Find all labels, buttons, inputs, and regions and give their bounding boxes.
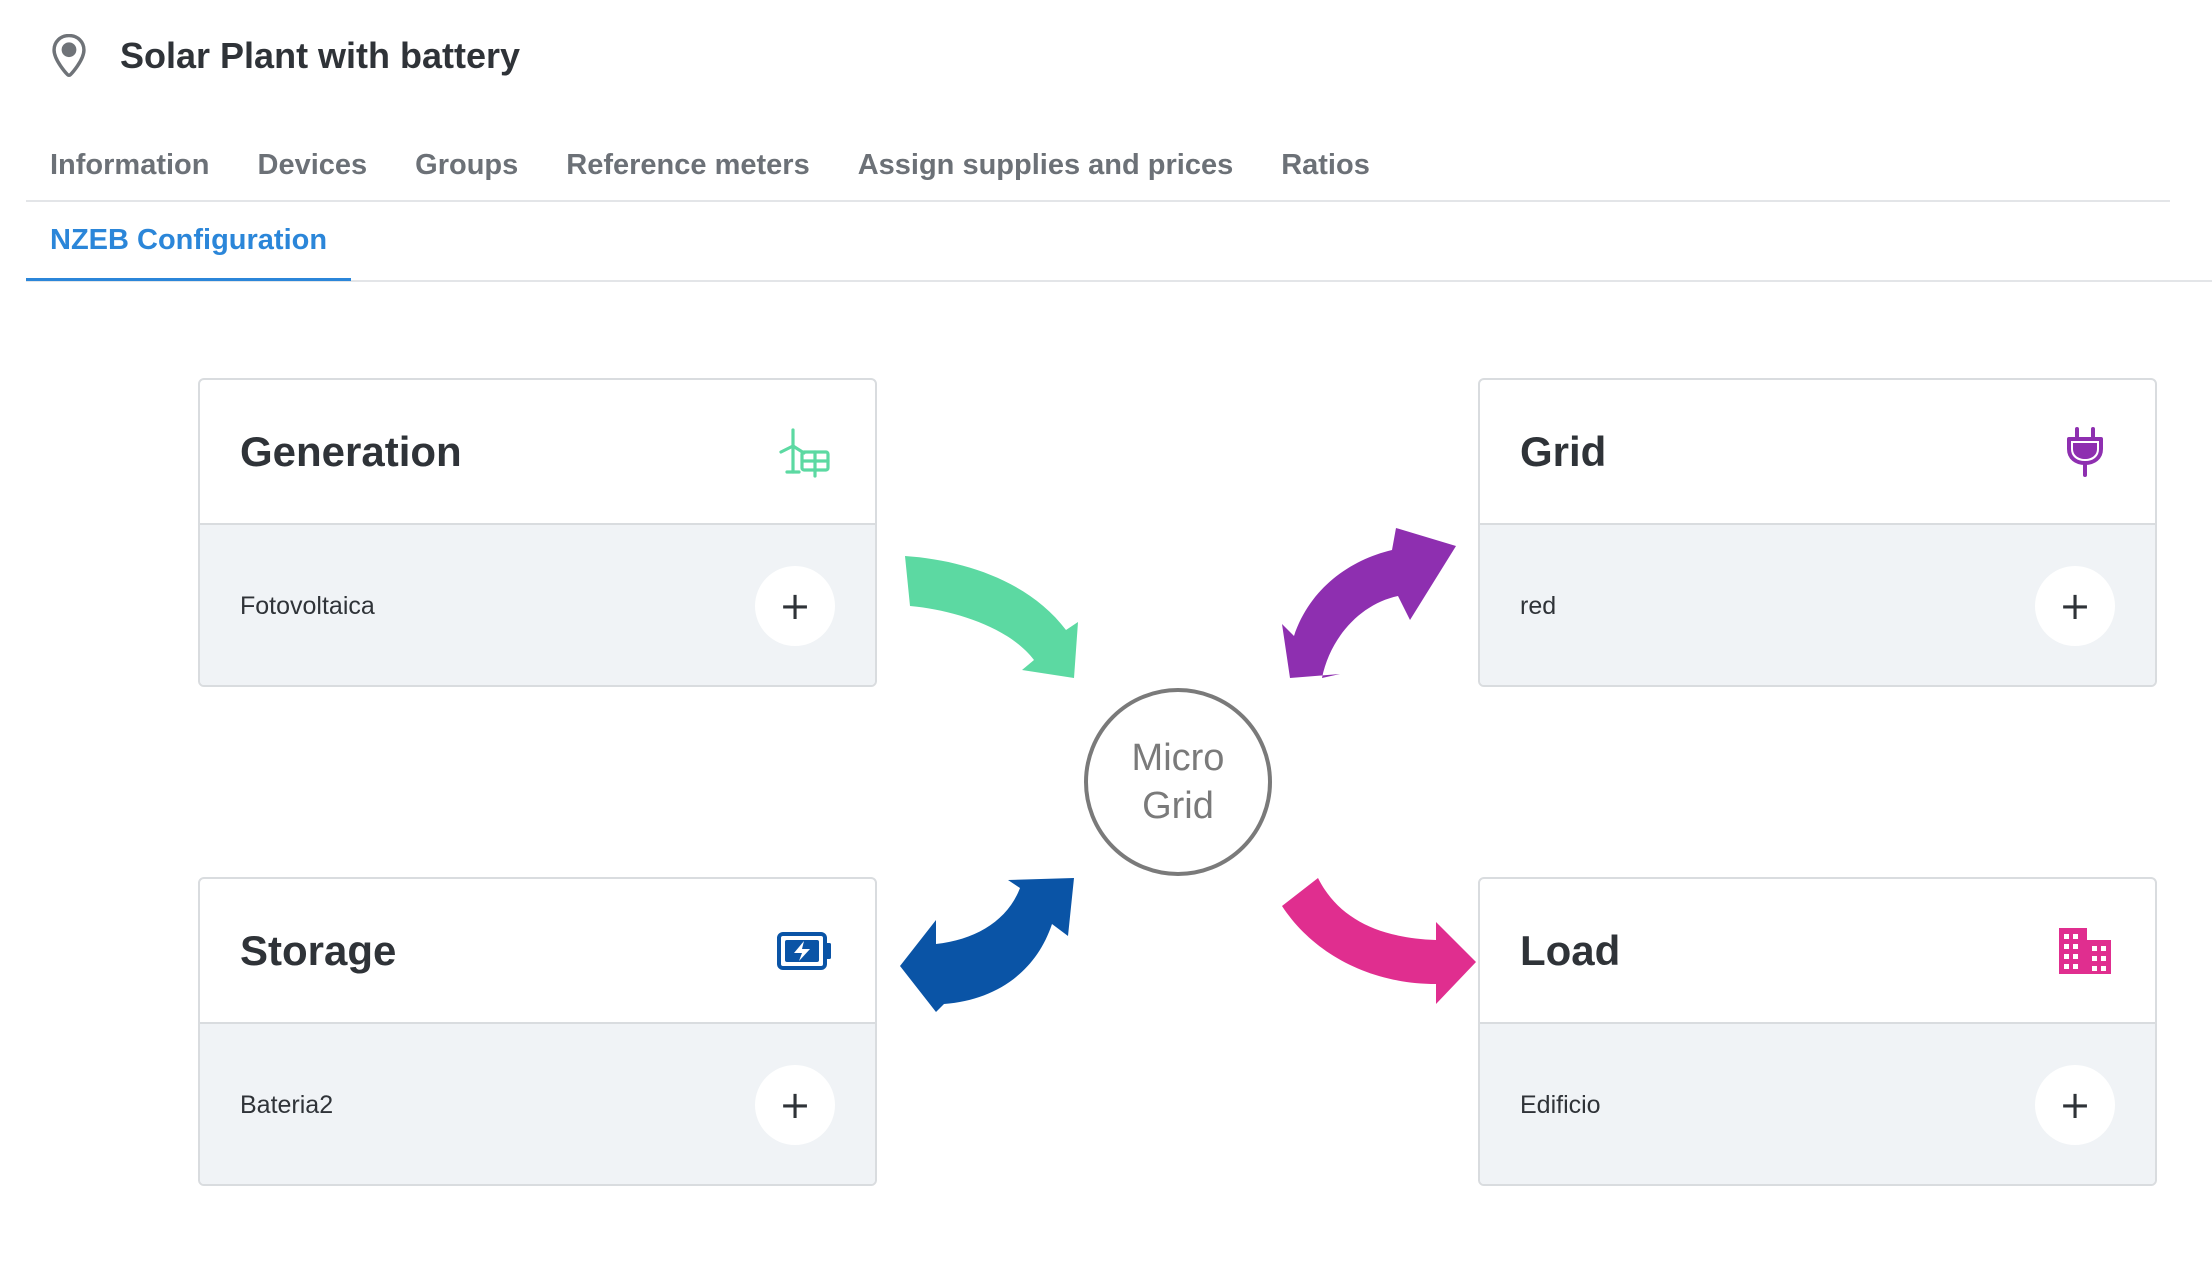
tab-information[interactable]: Information — [50, 148, 210, 181]
generation-card-title: Generation — [240, 427, 462, 475]
micro-grid-label-line1: Micro — [1131, 737, 1225, 779]
plus-icon: + — [779, 584, 811, 628]
grid-card-header: Grid — [1480, 380, 2155, 525]
plus-icon: + — [2059, 1083, 2091, 1127]
generation-card-header: Generation — [200, 380, 875, 525]
wind-solar-icon — [775, 422, 835, 482]
add-generation-button[interactable]: + — [755, 566, 835, 646]
tab-nzeb-configuration[interactable]: NZEB Configuration — [26, 203, 352, 281]
battery-charging-icon — [775, 921, 835, 981]
tab-bar-second-row: NZEB Configuration — [26, 202, 2212, 282]
page-title: Solar Plant with battery — [120, 35, 521, 76]
micro-grid-node: Micro Grid — [1084, 688, 1272, 876]
grid-card-title: Grid — [1520, 427, 1607, 475]
load-card: Load Edificio + — [1478, 877, 2157, 1186]
storage-card-body: Bateria2 + — [200, 1024, 875, 1184]
add-storage-button[interactable]: + — [755, 1065, 835, 1145]
plus-icon: + — [779, 1083, 811, 1127]
add-load-button[interactable]: + — [2035, 1065, 2115, 1145]
tab-bar: Information Devices Groups Reference met… — [26, 130, 2170, 202]
load-card-body: Edificio + — [1480, 1024, 2155, 1184]
grid-card: Grid red + — [1478, 378, 2157, 687]
plus-icon: + — [2059, 584, 2091, 628]
building-icon — [2055, 921, 2115, 981]
storage-card: Storage Bateria2 + — [198, 877, 877, 1186]
storage-card-header: Storage — [200, 879, 875, 1024]
generation-item-label: Fotovoltaica — [240, 591, 375, 620]
load-card-header: Load — [1480, 879, 2155, 1024]
page-header: Solar Plant with battery — [50, 30, 520, 82]
load-card-title: Load — [1520, 926, 1621, 974]
micro-grid-label-line2: Grid — [1142, 785, 1214, 827]
grid-item-label: red — [1520, 591, 1557, 620]
tab-groups[interactable]: Groups — [415, 148, 519, 181]
tab-reference-meters[interactable]: Reference meters — [566, 148, 810, 181]
storage-item-label: Bateria2 — [240, 1090, 334, 1119]
grid-card-body: red + — [1480, 525, 2155, 685]
tab-devices[interactable]: Devices — [257, 148, 368, 181]
tab-ratios[interactable]: Ratios — [1281, 148, 1370, 181]
plug-icon — [2055, 422, 2115, 482]
generation-card: Generation Fotovoltaica + — [198, 378, 877, 687]
tab-assign-supplies-and-prices[interactable]: Assign supplies and prices — [857, 148, 1234, 181]
storage-card-title: Storage — [240, 926, 397, 974]
add-grid-button[interactable]: + — [2035, 566, 2115, 646]
generation-card-body: Fotovoltaica + — [200, 525, 875, 685]
load-item-label: Edificio — [1520, 1090, 1601, 1119]
grid-flow-arrow — [1282, 528, 1456, 678]
location-pin-icon — [52, 34, 86, 78]
storage-flow-arrow — [900, 878, 1074, 1012]
generation-flow-arrow — [905, 556, 1078, 678]
load-flow-arrow — [1282, 878, 1476, 1004]
